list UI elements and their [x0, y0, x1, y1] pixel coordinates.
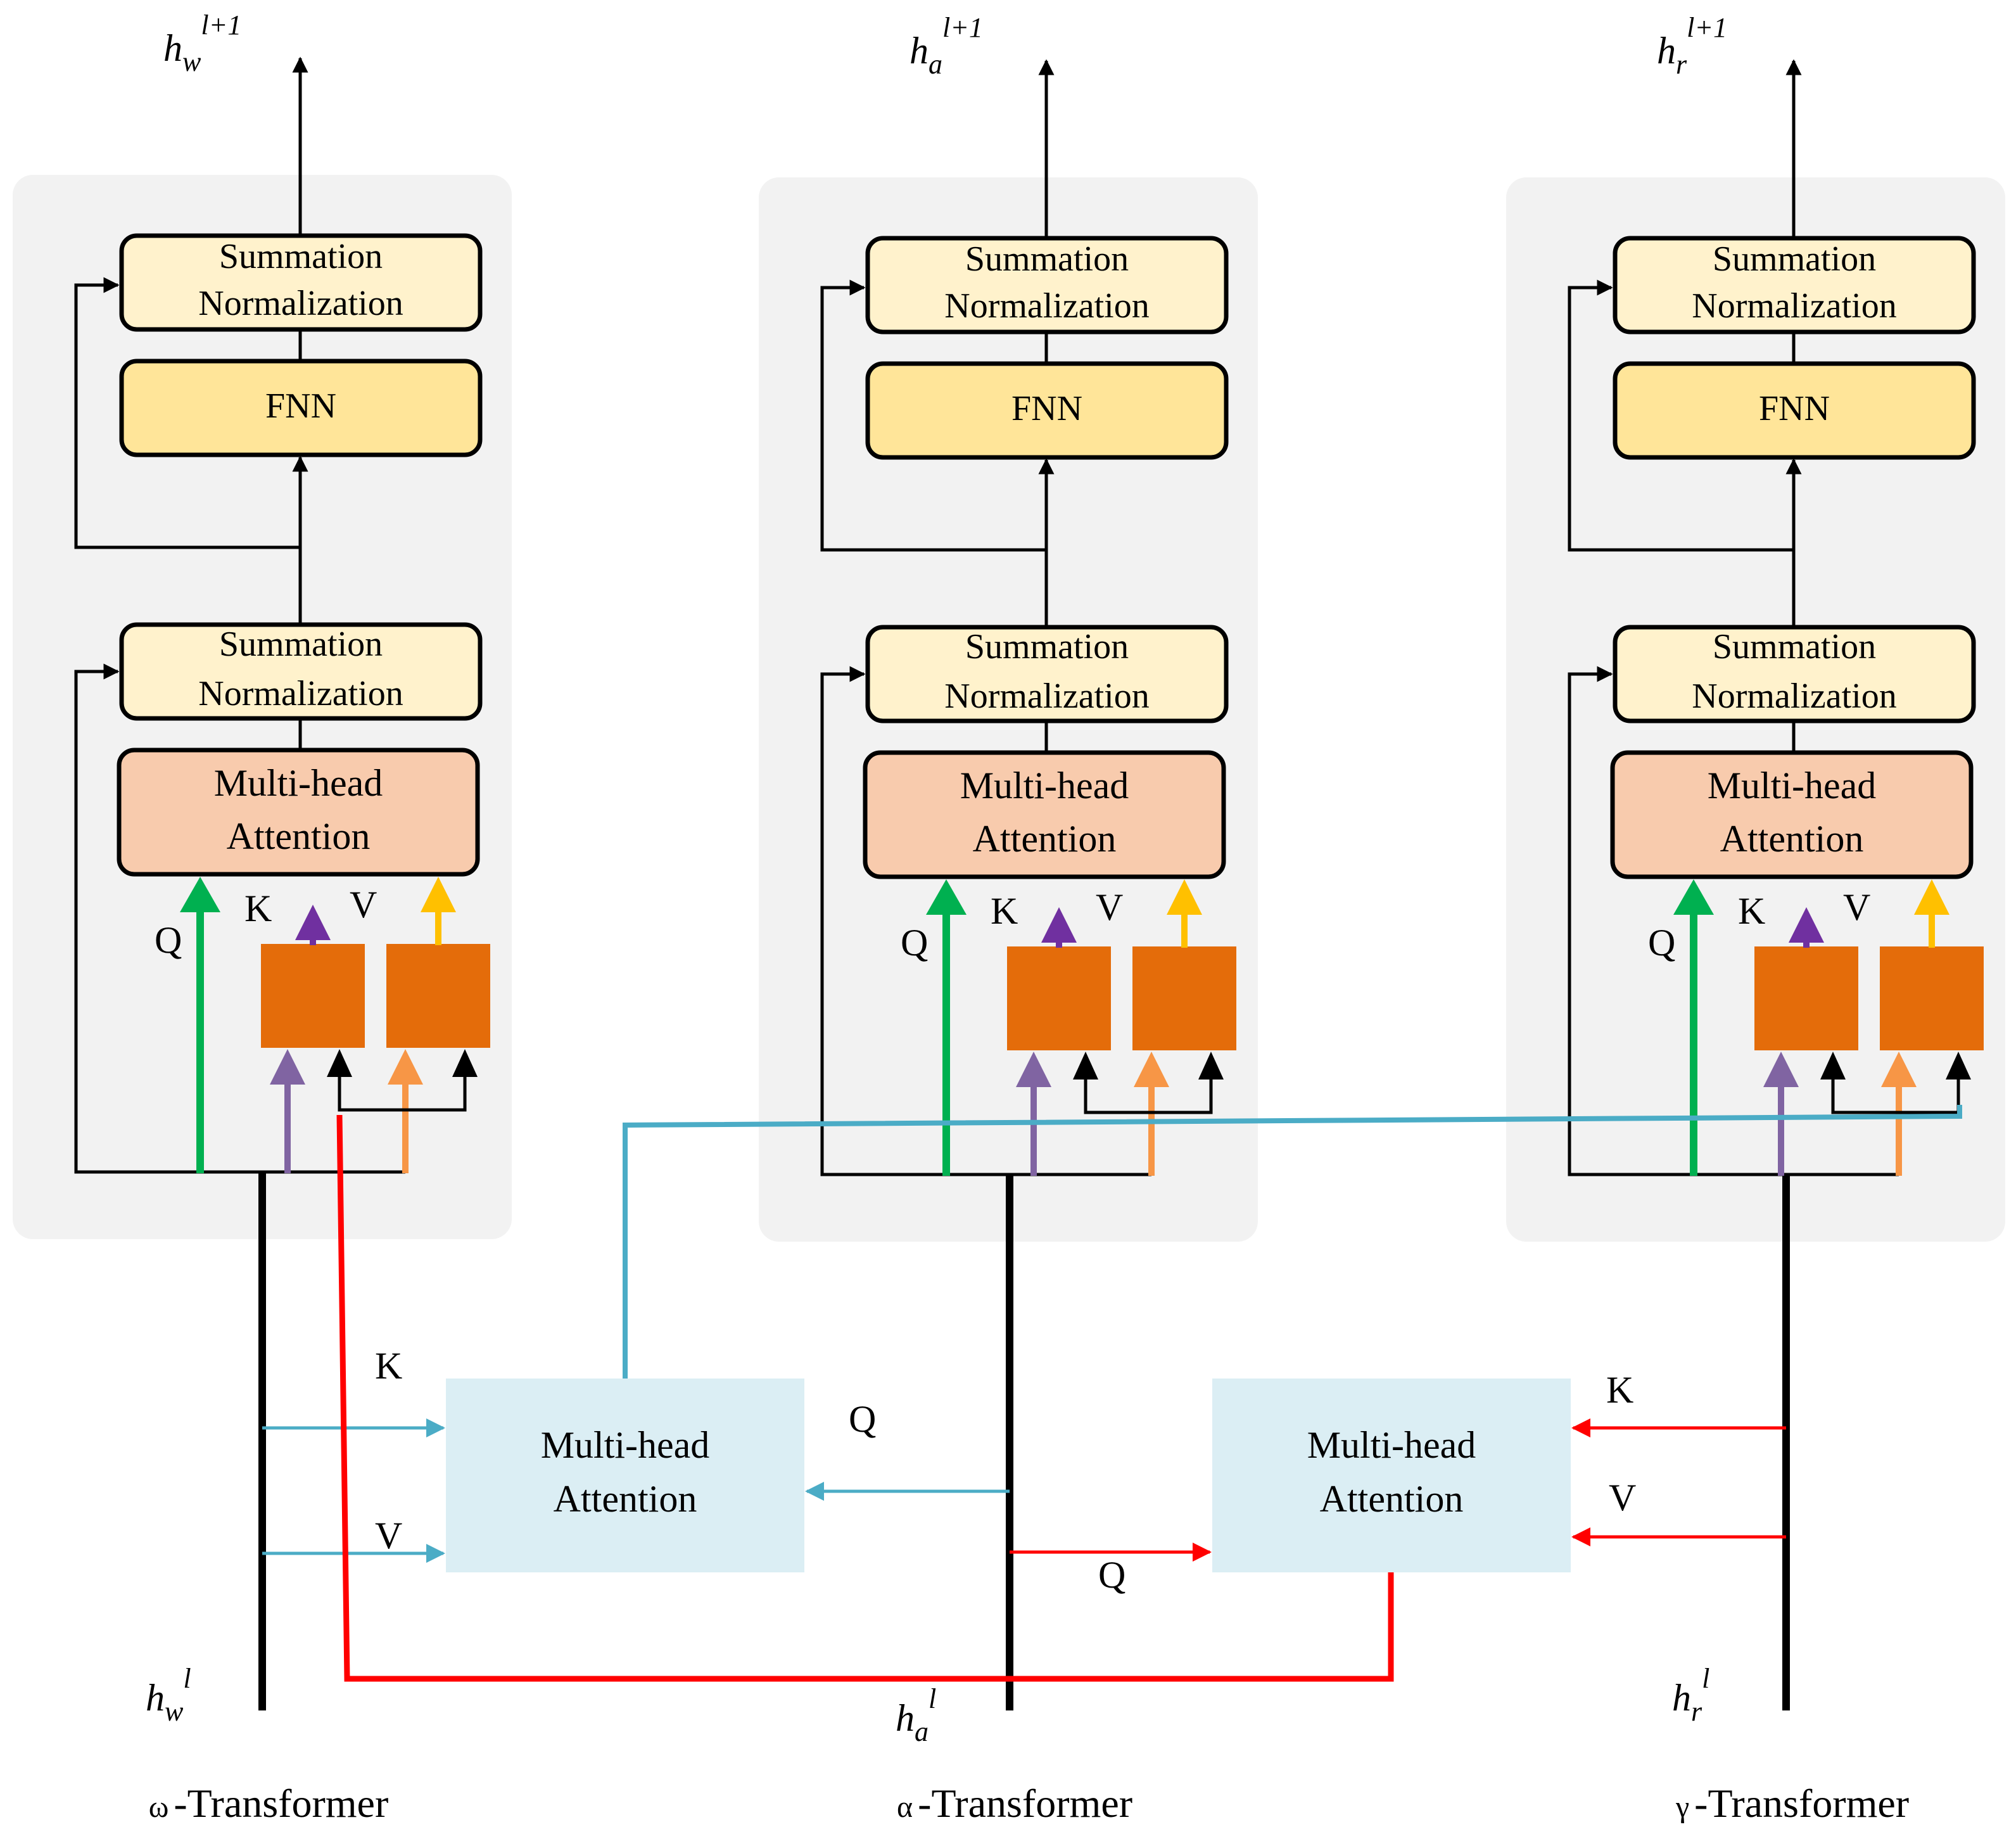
sumnorm-bottom-line1: Summation: [219, 625, 383, 664]
sumnorm-bottom-line1: Summation: [1713, 627, 1876, 666]
v-projection-box: [1132, 946, 1236, 1050]
mha-line1: Multi-head: [960, 765, 1129, 806]
mha-line2: Attention: [227, 815, 371, 857]
sumnorm-top-line2: Normalization: [944, 286, 1149, 326]
cross-input-bracket: [1831, 1079, 1960, 1114]
output-label: hwl+1: [163, 10, 241, 77]
k-cross-arrowhead: [1073, 1052, 1098, 1079]
k-projection-box: [261, 944, 365, 1048]
q-label: Q: [155, 919, 182, 961]
alpha-transformer-caption: α-Transformer: [897, 1781, 1132, 1826]
k-arrowhead: [1041, 907, 1077, 943]
fnn-label: FNN: [265, 386, 336, 426]
omega-transformer-block: hwl+1 Summation Normalization FNN Summat…: [13, 10, 512, 1239]
v-label: V: [1096, 886, 1123, 928]
q-label: Q: [901, 922, 928, 964]
cross-mha-left-line2: Attention: [554, 1478, 697, 1520]
residual-top-line: [1568, 279, 1794, 552]
fnn-box: [865, 361, 1229, 460]
sumnorm-top-line1: Summation: [1713, 239, 1876, 279]
v-arrowhead: [1167, 879, 1202, 915]
k-cross-arrowhead: [327, 1049, 352, 1077]
fnn-label: FNN: [1759, 389, 1830, 428]
residual-top-line: [820, 279, 1046, 552]
cross-right-q-label: Q: [1098, 1554, 1125, 1596]
cross-mha-right-line2: Attention: [1320, 1478, 1464, 1520]
k-label: K: [991, 890, 1018, 932]
teal-cross-output-line: [623, 1105, 1962, 1379]
omega-transformer-caption: ω-Transformer: [149, 1781, 389, 1826]
cross-mha-left-line1: Multi-head: [541, 1424, 710, 1466]
k-cross-arrowhead: [1820, 1052, 1846, 1079]
v-cross-arrowhead: [1946, 1052, 1971, 1079]
v-cross-arrowhead: [452, 1049, 478, 1077]
sumnorm-bottom-line2: Normalization: [1692, 677, 1896, 716]
sumnorm-top-line2: Normalization: [1692, 286, 1896, 326]
cross-left-q-label: Q: [849, 1398, 876, 1440]
hw-in-label: hwl: [146, 1663, 191, 1727]
k-arrowhead: [1789, 907, 1824, 943]
fnn-label: FNN: [1011, 389, 1082, 428]
red-cross-output-line: [336, 1114, 1394, 1682]
k-arrowhead: [295, 905, 331, 940]
sumnorm-bottom-line2: Normalization: [198, 674, 403, 713]
ha-in-label: hal: [896, 1683, 936, 1747]
alpha-transformer-block: hal+1 Summation Normalization FNN Summat…: [759, 12, 1258, 1242]
cross-input-bracket: [1084, 1079, 1213, 1114]
k-label: K: [1738, 890, 1765, 932]
k-input-arrowhead: [270, 1049, 305, 1085]
sumnorm-bottom-line1: Summation: [965, 627, 1129, 666]
cross-right-v-label: V: [1609, 1477, 1636, 1519]
sumnorm-top-line1: Summation: [219, 237, 383, 276]
v-cross-arrowhead: [1198, 1052, 1224, 1079]
q-arrowhead: [1673, 879, 1714, 915]
cross-mha-right: [1212, 1379, 1571, 1572]
output-label: hrl+1: [1657, 12, 1727, 80]
q-arrowhead: [180, 877, 220, 912]
sumnorm-bottom-line2: Normalization: [944, 677, 1149, 716]
cross-left-k-label: K: [375, 1345, 402, 1387]
sumnorm-top-line2: Normalization: [198, 284, 403, 323]
gamma-transformer-block: hrl+1 Summation Normalization FNN Summat…: [1506, 12, 2005, 1242]
mha-box: [863, 750, 1226, 879]
v-arrowhead: [421, 877, 456, 912]
fnn-box: [119, 359, 483, 457]
k-projection-box: [1007, 946, 1111, 1050]
cross-mha-right-line1: Multi-head: [1307, 1424, 1476, 1466]
gamma-transformer-caption: γ-Transformer: [1675, 1781, 1909, 1826]
mha-box: [1610, 750, 1974, 879]
cross-left-v-label: V: [375, 1515, 402, 1557]
v-projection-box: [1880, 946, 1984, 1050]
v-projection-box: [386, 944, 490, 1048]
k-input-arrowhead: [1763, 1052, 1799, 1087]
mha-line2: Attention: [973, 818, 1117, 860]
v-label: V: [1843, 886, 1870, 928]
mha-line2: Attention: [1720, 818, 1864, 860]
cross-attention-section: Multi-head Attention Multi-head Attentio…: [146, 1105, 1962, 1826]
output-label: hal+1: [910, 12, 983, 80]
fnn-box: [1613, 361, 1976, 460]
k-projection-box: [1754, 946, 1858, 1050]
hr-in-label: hrl: [1672, 1663, 1709, 1727]
v-arrowhead: [1914, 879, 1949, 915]
cross-mha-left: [446, 1379, 804, 1572]
mha-line1: Multi-head: [1708, 765, 1877, 806]
k-input-arrowhead: [1016, 1052, 1051, 1087]
cross-right-k-label: K: [1606, 1369, 1633, 1411]
k-label: K: [244, 888, 272, 929]
cross-input-bracket: [338, 1077, 467, 1112]
sumnorm-top-line1: Summation: [965, 239, 1129, 279]
mha-box: [117, 748, 480, 877]
v-input-arrowhead: [388, 1049, 423, 1085]
mha-line1: Multi-head: [214, 762, 383, 804]
v-input-arrowhead: [1134, 1052, 1169, 1087]
q-arrowhead: [926, 879, 967, 915]
v-input-arrowhead: [1881, 1052, 1917, 1087]
q-label: Q: [1648, 922, 1675, 964]
v-label: V: [350, 884, 377, 926]
residual-top-line: [74, 277, 300, 549]
